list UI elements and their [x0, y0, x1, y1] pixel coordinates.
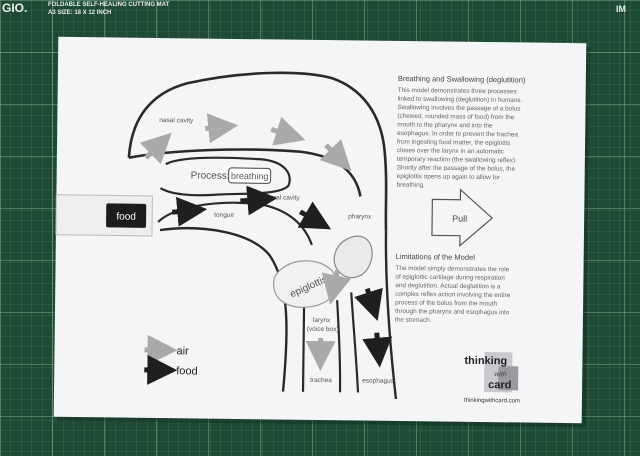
paragraph-line: mouth to the pharynx and into the — [397, 121, 493, 129]
air-arrow — [204, 113, 239, 144]
trachea-wall-right — [336, 300, 342, 393]
paragraph-line: the stomach. — [395, 317, 432, 324]
model-card: epiglottis food Process: breathing nasal… — [53, 36, 591, 428]
label-esophagus: esophagus — [362, 378, 395, 385]
food-tab-label-box — [106, 203, 147, 228]
label-tongue: tongue — [214, 212, 234, 219]
logo-line-card: card — [488, 379, 511, 391]
mat-corner-text: IM — [616, 4, 626, 14]
description-text: This model demonstrates three processesl… — [397, 87, 523, 189]
brand-logo: thinking with card thinkingwithcard.com — [464, 352, 520, 405]
legend-food-label: food — [176, 365, 198, 377]
air-arrow — [270, 116, 306, 146]
paragraph-line: and deglutition. Actual deglutition is a — [395, 282, 501, 290]
esophagus-wall-left — [350, 292, 360, 393]
food-arrows — [171, 185, 393, 368]
mat-size-text: A3 SIZE: 18 X 12 INCH — [48, 10, 111, 16]
card-body — [53, 36, 587, 424]
pull-label: Pull — [452, 214, 467, 224]
paragraph-line: from ingesting food matter, the epiglott… — [397, 139, 510, 147]
air-arrow — [321, 269, 352, 305]
paragraph-line: through the pharynx and esophagus into — [395, 308, 510, 316]
mat-brand-text: GIO. — [2, 1, 27, 15]
food-arrow — [362, 332, 393, 368]
label-voice-box: (voice box) — [307, 326, 339, 333]
logo-block-dark — [498, 366, 519, 391]
epiglottis-flap — [333, 235, 373, 279]
paragraph-line: (chewed, rounded mass of food) from the — [397, 113, 514, 121]
jaw-outline — [159, 227, 288, 392]
paragraph-line: This model demonstrates three processes — [398, 87, 517, 95]
label-larynx: larynx — [313, 317, 331, 324]
logo-line-with: with — [494, 371, 507, 378]
food-arrow — [171, 196, 208, 227]
food-tab-label: food — [116, 212, 136, 223]
paragraph-line: breathing. — [397, 182, 426, 189]
legend-air-label: air — [176, 345, 189, 357]
paragraph-line: process of the bolus from the mouth — [395, 299, 497, 307]
head-outline — [127, 71, 388, 231]
mat-product-text: FOLDABLE SELF-HEALING CUTTING MAT — [48, 2, 170, 8]
pull-arrow-shape[interactable] — [431, 188, 494, 248]
paragraph-line: Swallowing involves the passage of a bol… — [397, 104, 520, 113]
process-label: Process: — [191, 170, 230, 181]
paragraph-line: temporary reaction (the swallowing refle… — [397, 156, 517, 164]
food-arrow — [354, 287, 383, 321]
paragraph-line: The model simply demonstrates the role — [395, 265, 509, 273]
process-value-box — [228, 167, 272, 184]
label-nasal-cavity: nasal cavity — [159, 117, 194, 124]
food-arrow — [297, 201, 332, 230]
air-arrow — [139, 132, 172, 165]
description-title: Breathing and Swallowing (deglutition) — [398, 74, 526, 85]
paragraph-line: complex reflex action involving the enti… — [395, 291, 511, 299]
logo-url: thinkingwithcard.com — [464, 398, 520, 405]
paragraph-line: esophagus. In order to prevent the trach… — [397, 130, 518, 138]
process-value: breathing — [231, 171, 269, 181]
limitations-text: The model simply demonstrates the roleof… — [395, 265, 511, 324]
paragraph-line: of epiglottic cartilage during respirati… — [395, 274, 505, 282]
label-oral-cavity: oral cavity — [270, 194, 300, 201]
paragraph-line: Shortly after the passage of the bolus, … — [397, 164, 516, 172]
logo-line-thinking: thinking — [464, 355, 507, 368]
air-arrows — [139, 113, 352, 372]
hard-palate — [159, 156, 291, 197]
limitations-title: Limitations of the Model — [396, 252, 476, 262]
food-arrow — [240, 185, 278, 216]
label-pharynx: pharynx — [348, 213, 372, 220]
air-arrow — [319, 139, 352, 171]
trachea-wall-left — [301, 299, 306, 392]
label-trachea: trachea — [310, 377, 332, 384]
paragraph-line: epiglottis opens up again to allow for — [397, 173, 501, 181]
paragraph-line: linked to swallowing (deglutition) in hu… — [398, 96, 523, 105]
paragraph-line: closes over the larynx in an automatic — [397, 147, 505, 155]
neck-back — [384, 230, 398, 400]
